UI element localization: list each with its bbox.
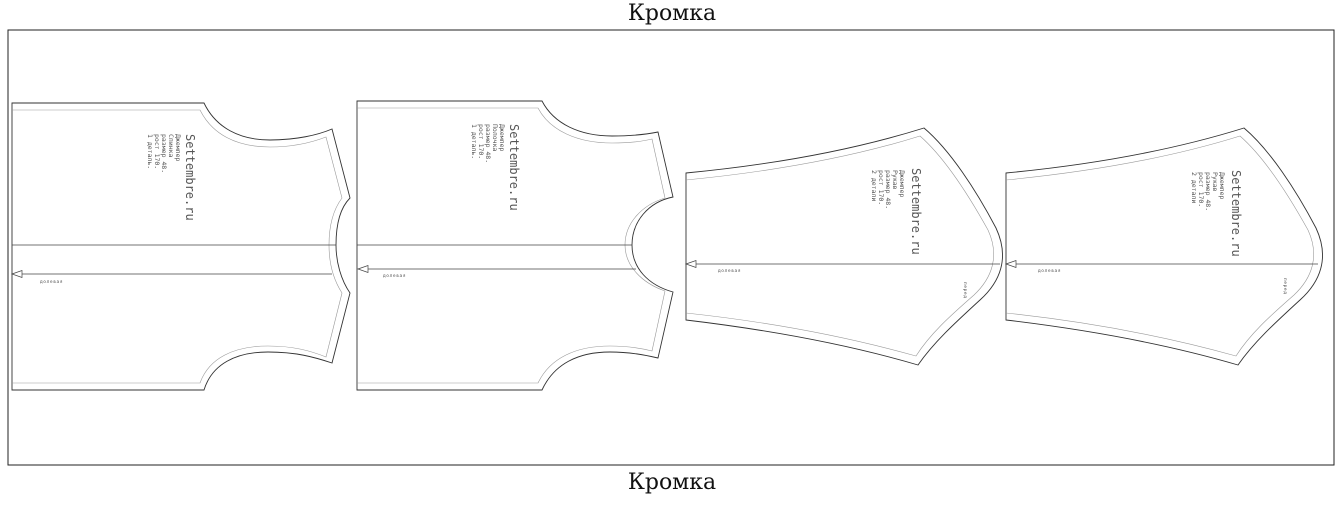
piece-sleeve-2: долевая перед Settembre.ru Джемпер Рукав… <box>1004 127 1323 366</box>
piece-back: долевая Settembre.ru Джемпер Спинка разм… <box>10 102 351 391</box>
piece-sleeve-1-line-3: размер 48. <box>884 170 892 209</box>
piece-sleeve-1-seam-line <box>685 135 995 357</box>
piece-sleeve-2-grain-label: долевая <box>1038 269 1061 274</box>
piece-sleeve-1-grain-arrow <box>684 260 697 268</box>
piece-back-line-2: Спинка <box>167 134 175 158</box>
piece-front-grain-label: долевая <box>383 274 406 279</box>
piece-sleeve-1-line-5: 2 детали <box>870 170 878 201</box>
piece-front: долевая Settembre.ru Джемпер Полочка раз… <box>356 100 674 391</box>
piece-sleeve-2-grain-arrow <box>1004 260 1017 268</box>
piece-sleeve-1-grain-label: долевая <box>718 269 741 274</box>
piece-sleeve-1-title: Settembre.ru <box>909 168 923 255</box>
piece-sleeve-2-line-1: Джемпер <box>1218 172 1226 199</box>
piece-sleeve-2-line-2: Рукав <box>1211 172 1219 192</box>
piece-front-line-2: Полочка <box>491 124 499 151</box>
piece-sleeve-2-line-3: размер 48. <box>1204 172 1212 211</box>
piece-front-line-5: 1 деталь. <box>470 124 478 159</box>
piece-sleeve-2-front-mark: перед <box>1282 278 1287 295</box>
piece-front-title: Settembre.ru <box>507 124 521 211</box>
piece-sleeve-1-front-mark: перед <box>962 282 967 299</box>
piece-sleeve-1-line-2: Рукав <box>891 170 899 190</box>
piece-front-grain-arrow <box>356 265 369 273</box>
piece-sleeve-1-outline <box>685 127 1003 366</box>
piece-front-line-3: размер 48. <box>484 124 492 163</box>
piece-sleeve-2-outline <box>1005 127 1323 366</box>
top-selvage-label: Кромка <box>627 1 717 26</box>
piece-back-line-3: размер 48. <box>160 134 168 173</box>
piece-back-line-4: рост 170. <box>153 134 161 169</box>
piece-sleeve-2-seam-line <box>1005 135 1315 357</box>
fabric-frame <box>7 29 1335 466</box>
piece-sleeve-2-line-4: рост 170. <box>1197 172 1205 207</box>
piece-back-grain-arrow <box>10 270 23 278</box>
piece-back-line-5: 1 деталь. <box>146 134 154 169</box>
piece-sleeve-2-line-5: 2 детали <box>1190 172 1198 203</box>
piece-sleeve-1-line-4: рост 170. <box>877 170 885 205</box>
piece-back-title: Settembre.ru <box>183 134 197 221</box>
piece-sleeve-1-line-1: Джемпер <box>898 170 906 197</box>
piece-sleeve-1: долевая перед Settembre.ru Джемпер Рукав… <box>684 127 1003 366</box>
piece-front-line-4: рост 170. <box>477 124 485 159</box>
piece-front-line-1: Джемпер <box>498 124 506 151</box>
piece-back-grain-label: долевая <box>40 280 63 285</box>
piece-back-line-1: Джемпер <box>174 134 182 161</box>
piece-sleeve-2-title: Settembre.ru <box>1229 170 1243 257</box>
bottom-selvage-label: Кромка <box>627 470 717 495</box>
